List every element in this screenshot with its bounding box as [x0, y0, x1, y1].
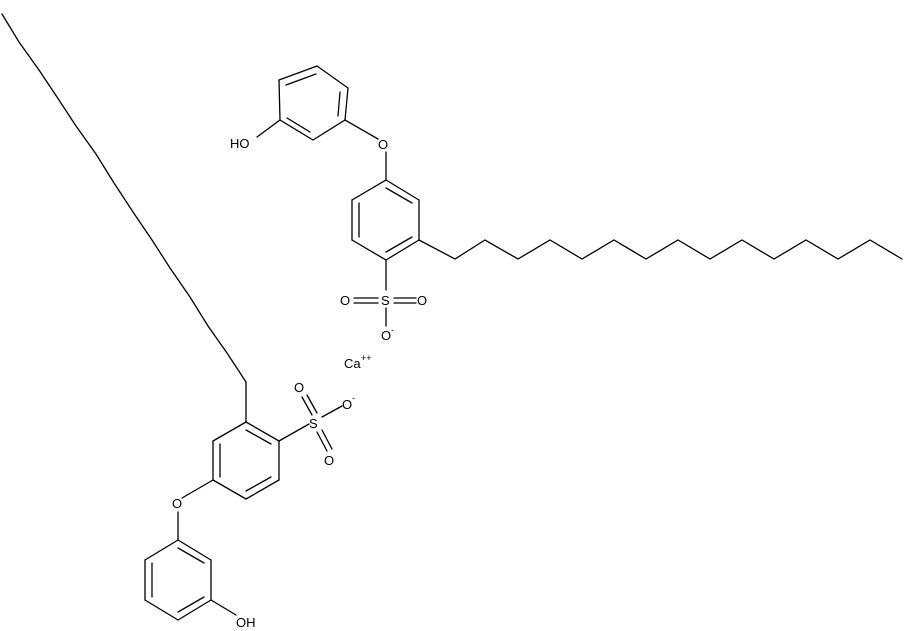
bottom-so-up-1 [301, 396, 313, 416]
bottom-oh-bond [210, 599, 237, 616]
top-sulfonyl-oxygen-left: O [340, 293, 350, 308]
bottom-alkyl-chain [1, 13, 247, 383]
calcium-ion: Ca [344, 356, 361, 371]
bottom-sulfur: S [309, 416, 318, 431]
top-hydroxyphenyl-ring [278, 65, 349, 141]
bottom-benzene-ring [212, 421, 280, 500]
calcium-charge: ++ [361, 353, 372, 363]
top-sulfonate-fragment: HO O S O O O - [230, 65, 903, 343]
bottom-sulfonate-fragment: S O O O - O OH [1, 13, 355, 630]
top-sulfur: S [381, 293, 390, 308]
top-ether-oxygen: O [378, 137, 388, 152]
top-hydroxyl-label: HO [230, 136, 250, 151]
bottom-so-down-1 [316, 431, 328, 452]
bottom-so-up-2 [306, 394, 318, 414]
bottom-cs-bond [278, 423, 310, 442]
bottom-so-down-2 [321, 429, 333, 450]
bottom-ether-oxygen: O [172, 496, 182, 511]
bottom-hydroxyl-label: OH [236, 615, 256, 630]
bottom-so-right [321, 405, 343, 418]
top-alkyl-chain [418, 239, 903, 260]
bottom-ether-bond-1 [181, 479, 214, 499]
top-benzene-ring [351, 179, 420, 261]
top-oxide-oxygen: O [381, 328, 391, 343]
top-oh-bond [256, 119, 281, 138]
top-oxide-charge: - [391, 325, 394, 335]
bottom-sulfonyl-oxygen-up: O [294, 380, 304, 395]
bottom-oxide-oxygen: O [342, 397, 352, 412]
bottom-oxide-charge: - [352, 393, 355, 403]
top-ether-bond-1 [344, 119, 379, 140]
bottom-sulfonyl-oxygen-down: O [324, 453, 334, 468]
top-sulfonyl-oxygen-right: O [417, 293, 427, 308]
bottom-hydroxyphenyl-ring [144, 539, 212, 621]
